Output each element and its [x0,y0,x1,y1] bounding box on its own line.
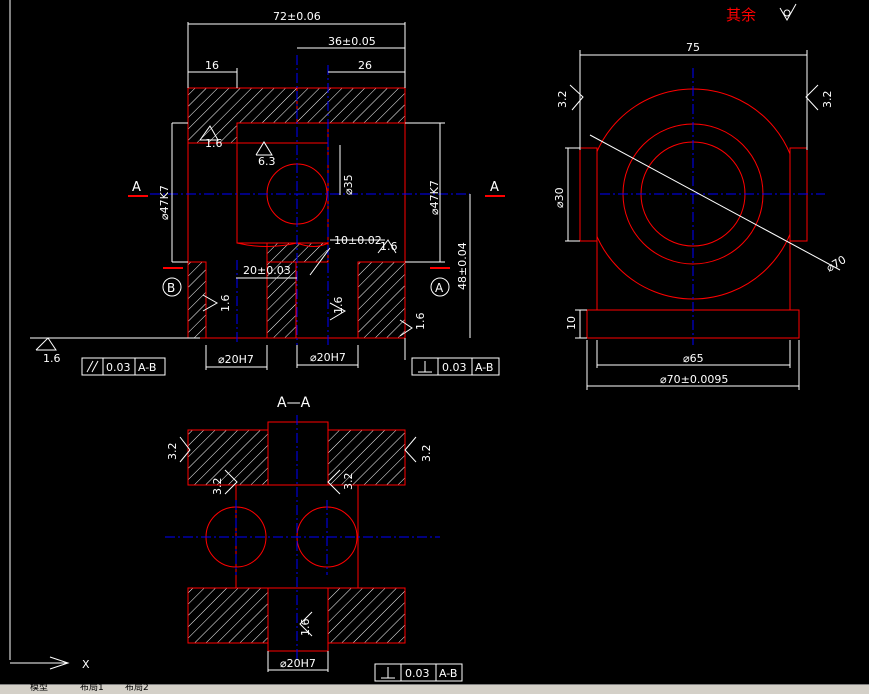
rough-1-6-b: 1.6 [380,240,398,253]
roughness-symbol-note [779,3,797,22]
section-aa-title: A—A [277,395,311,411]
rough-1-6-a: 1.6 [205,137,223,150]
rough-1-6-e: 1.6 [414,313,427,331]
tab-layout2[interactable]: 布局2 [125,683,149,693]
dim-dia70-bottom: ⌀70±0.0095 [660,373,728,386]
dim-aa-dia20: ⌀20H7 [280,657,316,670]
dim-10: 10±0.02 [334,234,382,247]
tol-aa-ref: A-B [439,667,457,680]
datum-a-circle [430,277,450,297]
front-hatch-bottom-right [357,261,406,339]
front-view: A A B A 72±0.06 36±0.05 16 26 1.6 6.3 ⌀3… [30,10,505,376]
rough-aa-1: 3.2 [166,443,179,461]
dim-dia47-right: ⌀47K7 [428,180,441,215]
rough-aa-5: 1.6 [299,619,312,637]
rough-1-6-c: 1.6 [219,295,232,313]
datum-b-circle [162,277,182,297]
tol-perp-value: 0.03 [442,361,467,374]
tol-aa-value: 0.03 [405,667,430,680]
datum-a-label: A [435,281,444,295]
dim-dia70-diag: ⌀70 [824,253,848,275]
dim-20: 20±0.03 [243,264,291,277]
tab-model[interactable]: 模型 [30,683,49,693]
aa-hatch-bottom-left [187,587,269,644]
dim-72: 72±0.06 [273,10,321,23]
front-hatch-bottom-mid [266,261,297,339]
dim-26: 26 [358,59,372,72]
aa-hatch-top-right [327,429,406,486]
tolerance-parallel [81,357,166,376]
dim-dia20-left: ⌀20H7 [218,353,254,366]
rough-aa-3: 3.2 [211,478,224,496]
rough-side-right: 3.2 [821,91,834,109]
front-inner-top [236,122,329,144]
aa-hatch-bottom-right [327,587,406,644]
dim-75: 75 [686,41,700,54]
aa-hatch-top-left [187,429,269,486]
tab-layout1[interactable]: 布局1 [80,683,104,693]
note-other-label: 其余 [726,6,756,24]
front-hatch-top-right [296,87,406,124]
dim-dia47-left: ⌀47K7 [158,185,171,220]
tol-parallel-value: 0.03 [106,361,131,374]
section-marker-a-right: A [490,180,499,195]
dim-dia35: ⌀35 [342,174,355,195]
tol-parallel-ref: A-B [138,361,156,374]
ucs-axis-icon [10,656,70,670]
dim-36: 36±0.05 [328,35,376,48]
tolerance-perpendicular [411,357,500,376]
rough-side-left: 3.2 [556,91,569,109]
dim-dia30: ⌀30 [553,187,566,208]
section-aa-view: A—A 3.2 3.2 3.2 3.2 1.6 ⌀20H7 [165,395,463,682]
front-hatch-bottom-left [187,261,207,339]
dim-dia65: ⌀65 [683,352,704,365]
side-view: 75 3.2 3.2 ⌀30 ⌀70 10 ⌀65 ⌀70±0.0095 [553,41,848,390]
ucs-x-label: X [82,658,90,671]
front-inner-bore [236,142,329,244]
section-marker-a-left: A [132,180,141,195]
side-left-boss [579,147,598,242]
dim-48: 48±0.04 [456,242,469,290]
aa-bottom-bore [267,587,329,652]
dim-16: 16 [205,59,219,72]
datum-b-label: B [167,281,175,295]
tol-perp-ref: A-B [475,361,493,374]
tolerance-aa-perp [374,663,463,682]
rough-1-6-f: 1.6 [43,352,61,365]
dim-10-side: 10 [565,316,578,330]
layout-tab-bar: 模型 布局1 布局2 [0,683,869,694]
rough-aa-2: 3.2 [420,445,433,463]
dim-dia20-right: ⌀20H7 [310,351,346,364]
aa-top-bore [267,421,329,486]
rough-aa-4: 3.2 [342,473,355,491]
rough-6-3: 6.3 [258,155,276,168]
